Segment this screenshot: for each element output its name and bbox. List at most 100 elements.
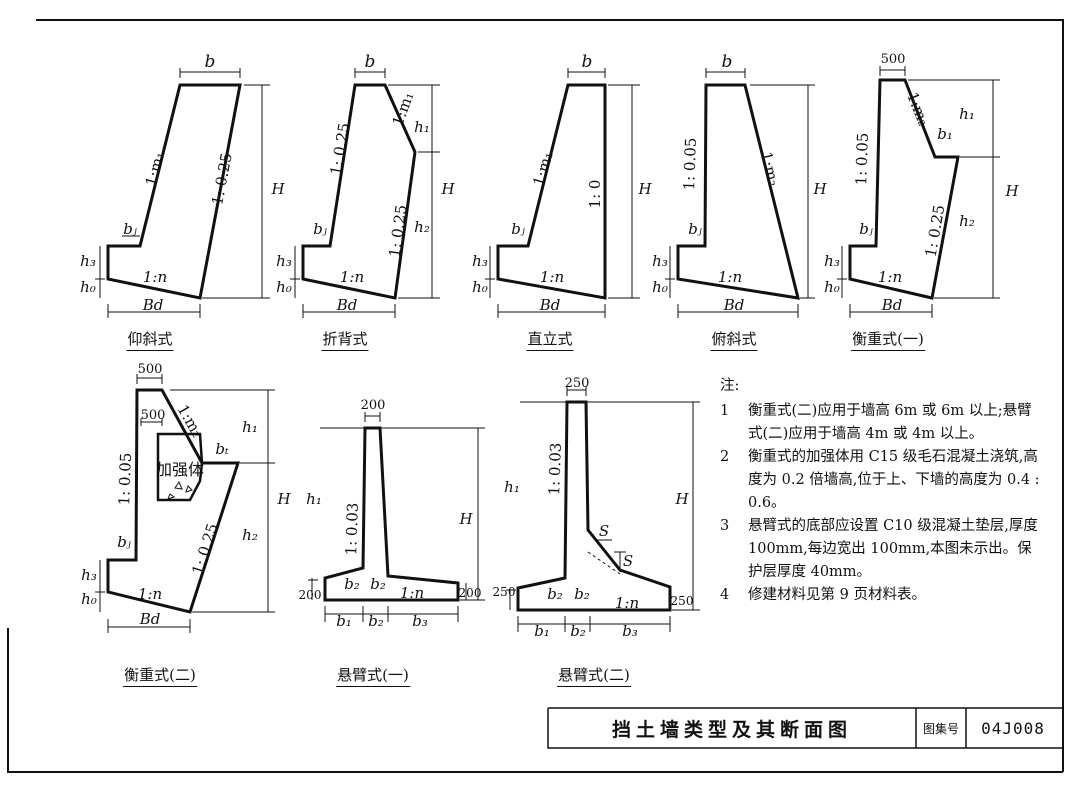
caption-xuanbi-2: 悬臂式(二) — [557, 664, 631, 687]
slope-003: 1: 0.03 — [342, 502, 362, 556]
dim-H: H — [638, 180, 652, 198]
ratio-n: 1:n — [339, 268, 365, 286]
dim-bj: bⱼ — [117, 533, 131, 551]
dim-s: S — [622, 552, 634, 570]
dim-500: 500 — [880, 52, 906, 67]
dim-b3: b₃ — [622, 622, 638, 640]
dim-b1: b₁ — [336, 612, 352, 630]
dim-h0: h₀ — [81, 590, 97, 608]
caption-yangxie: 仰斜式 — [126, 328, 174, 351]
dim-H: H — [441, 180, 455, 198]
dim-bt: bₜ — [215, 440, 229, 458]
dim-h3: h₃ — [472, 252, 488, 270]
dim-200-top: 200 — [360, 398, 386, 413]
drawing-frame — [7, 19, 1064, 773]
wall-xuanbi-2 — [506, 386, 700, 632]
dim-h0: h₀ — [652, 278, 668, 296]
dim-H: H — [459, 510, 473, 528]
drawing-title: 挡土墙类型及其断面图 — [611, 718, 852, 741]
wall-hengzhong-2 — [95, 374, 275, 633]
slope-003: 1: 0.03 — [545, 442, 565, 496]
dim-h1: h₁ — [306, 490, 322, 508]
dim-bj: bⱼ — [688, 220, 702, 238]
dim-h1: h₁ — [414, 118, 430, 136]
ratio-n: 1:n — [717, 268, 743, 286]
dim-h2: h₂ — [414, 218, 430, 236]
dim-H: H — [813, 180, 827, 198]
dim-Bd: Bd — [723, 296, 745, 314]
dim-bj: bⱼ — [313, 220, 327, 238]
ratio-n: 1:n — [877, 268, 903, 286]
dim-Bd: Bd — [139, 610, 161, 628]
dim-500-inner: 500 — [140, 408, 166, 423]
dim-b: b — [204, 52, 216, 72]
dim-b1: b₁ — [534, 622, 550, 640]
dim-H: H — [675, 490, 689, 508]
ratio-n: 1:n — [614, 594, 640, 612]
dim-bj: bⱼ — [123, 220, 137, 238]
dim-b3: b₃ — [412, 612, 428, 630]
dim-b: b — [721, 52, 733, 72]
dim-Bd: Bd — [881, 296, 903, 314]
dim-h3: h₃ — [80, 252, 96, 270]
dim-h3: h₃ — [81, 566, 97, 584]
wall-zhili — [485, 68, 640, 318]
dim-bj: bⱼ — [511, 220, 525, 238]
dim-h1: h₁ — [504, 478, 520, 496]
wall-hengzhong-1 — [837, 66, 1000, 318]
dim-b: b — [364, 52, 376, 72]
dim-s: S — [598, 522, 610, 540]
dim-b2: b₂ — [344, 575, 360, 593]
slope-005: 1: 0.05 — [680, 137, 700, 191]
dim-H: H — [271, 180, 285, 198]
dim-h2: h₂ — [242, 526, 258, 544]
dim-b2: b₂ — [570, 622, 586, 640]
dim-h1: h₁ — [242, 418, 258, 436]
dim-h0: h₀ — [276, 278, 292, 296]
dim-h3: h₃ — [824, 252, 840, 270]
dim-h1: h₁ — [959, 105, 975, 123]
ratio-n: 1:n — [137, 585, 163, 603]
slope-0: 1: 0 — [586, 179, 604, 209]
wall-xuanbi-1 — [308, 412, 485, 622]
caption-hengzhong-1: 衡重式(一) — [851, 328, 925, 351]
dim-b2: b₂ — [547, 585, 563, 603]
caption-hengzhong-2: 衡重式(二) — [123, 664, 197, 687]
dim-b2: b₂ — [574, 585, 590, 603]
dim-b2: b₂ — [368, 612, 384, 630]
dim-b2: b₂ — [370, 575, 386, 593]
dim-H: H — [277, 490, 291, 508]
atlas-number-label: 图集号 — [922, 721, 959, 736]
dim-500-top: 500 — [137, 362, 163, 377]
dim-200-heel: 200 — [298, 588, 322, 602]
dim-h2: h₂ — [959, 212, 975, 230]
dim-bt: b₁ — [937, 125, 953, 143]
dim-Bd: Bd — [336, 296, 358, 314]
dim-250-heel: 250 — [492, 585, 516, 599]
dim-bj: bⱼ — [859, 220, 873, 238]
wall-zhebei — [290, 68, 440, 318]
dim-250-top: 250 — [564, 376, 590, 391]
reinforcement-label: 加强体 — [155, 460, 205, 479]
caption-fuxie: 俯斜式 — [710, 328, 758, 351]
dim-Bd: Bd — [142, 296, 164, 314]
dim-h0: h₀ — [472, 278, 488, 296]
dim-h3: h₃ — [276, 252, 292, 270]
caption-zhebei: 折背式 — [321, 328, 369, 351]
ratio-n: 1:n — [539, 268, 565, 286]
wall-yangxie — [95, 68, 270, 318]
wall-fuxie — [665, 68, 815, 318]
dim-h0: h₀ — [80, 278, 96, 296]
dim-b: b — [581, 52, 593, 72]
ratio-n: 1:n — [399, 584, 425, 602]
dim-Bd: Bd — [539, 296, 561, 314]
caption-zhili: 直立式 — [526, 328, 574, 351]
atlas-number: 04J008 — [981, 718, 1045, 738]
title-block: 挡土墙类型及其断面图 图集号 04J008 — [548, 708, 1060, 748]
dim-250-toe: 250 — [670, 594, 694, 608]
